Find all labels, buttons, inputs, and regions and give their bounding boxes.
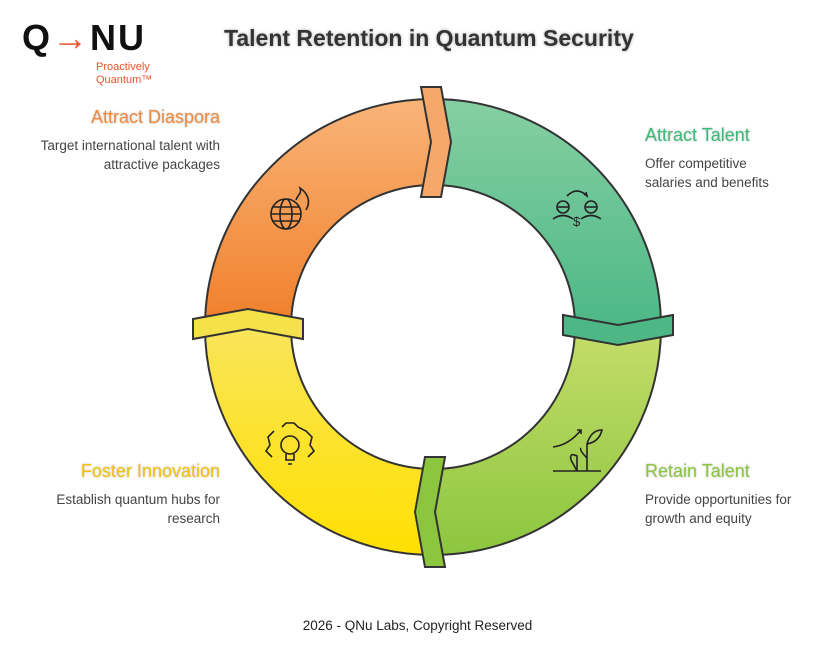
stage-title: Foster Innovation: [80, 461, 220, 481]
stage-attract-diaspora: Attract Diaspora Target international ta…: [20, 107, 220, 174]
logo-nu: NU: [90, 17, 147, 58]
svg-text:$: $: [573, 214, 581, 229]
stage-description: Target international talent with attract…: [40, 138, 220, 172]
segment-attract-talent: [432, 97, 663, 328]
growth-plant-icon: [552, 429, 604, 472]
logo-q: Q: [22, 17, 53, 58]
page-title: Talent Retention in Quantum Security: [224, 25, 634, 51]
logo-arrow-icon: →: [52, 17, 91, 58]
stage-attract-talent: Attract Talent Offer competitive salarie…: [645, 125, 795, 192]
footer-copyright: 2026 - QNu Labs, Copyright Reserved: [302, 618, 533, 633]
connector-right: [562, 313, 674, 347]
globe-fire-icon: [270, 186, 310, 230]
segment-attract-diaspora: [203, 97, 434, 328]
stage-foster-innovation: Foster Innovation Establish quantum hubs…: [20, 461, 220, 528]
gear-bulb-icon: [264, 422, 316, 465]
logo-tagline-1: Proactively: [96, 61, 150, 73]
stage-description: Establish quantum hubs for research: [56, 492, 220, 526]
stage-title: Retain Talent: [645, 461, 750, 481]
stage-title: Attract Diaspora: [90, 107, 220, 127]
logo-tagline-2: Quantum™: [96, 74, 153, 86]
stage-description: Provide opportunities for growth and equ…: [645, 492, 792, 526]
people-exchange-icon: $: [552, 190, 602, 229]
stage-description: Offer competitive salaries and benefits: [645, 156, 769, 190]
connector-left: [192, 307, 304, 341]
stage-retain-talent: Retain Talent Provide opportunities for …: [645, 461, 805, 528]
connector-bottom: [413, 456, 447, 568]
segment-retain-talent: [432, 326, 663, 557]
stage-title: Attract Talent: [645, 125, 750, 145]
segment-foster-innovation: [203, 326, 434, 557]
connector-top: [419, 86, 453, 198]
